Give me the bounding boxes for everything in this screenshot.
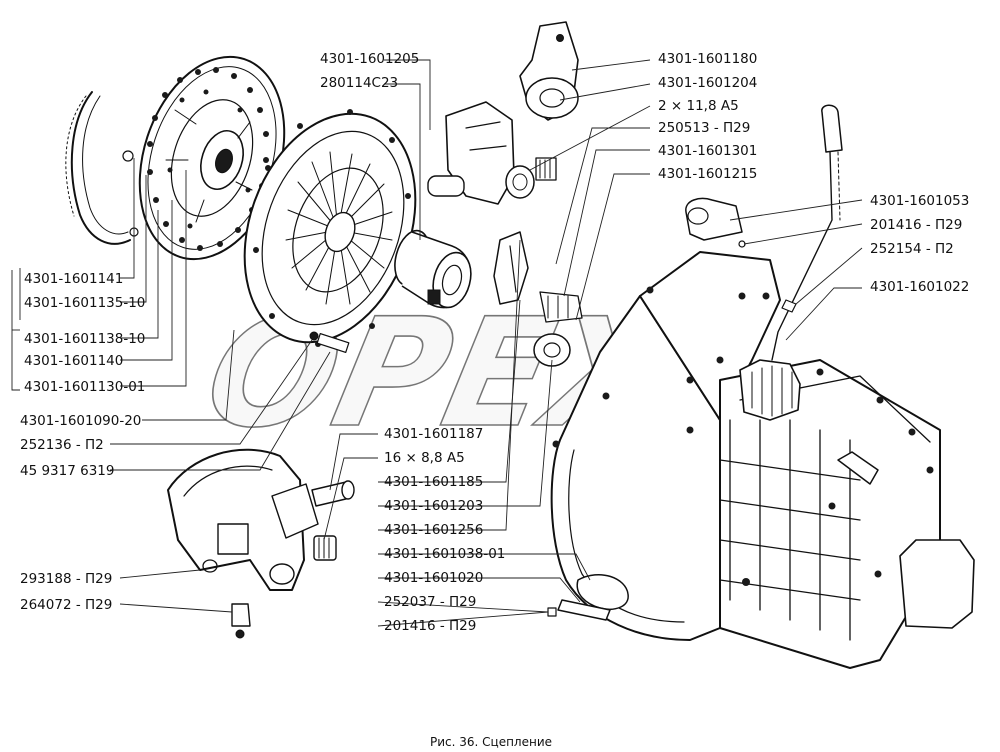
label-4301-1601256: 4301-1601256 (384, 522, 483, 538)
label-4301-1601090-20: 4301-1601090-20 (20, 413, 141, 429)
bellhousing-cover (167, 448, 319, 591)
fork-lever (519, 21, 579, 121)
label-252037-p29: 252037 - П29 (384, 594, 476, 610)
release-fork-shaft (427, 101, 557, 205)
label-16x8-8-a5: 16 × 8,8 А5 (384, 450, 465, 466)
leader-lines (11, 59, 863, 627)
gearshift-lever (771, 104, 843, 361)
label-4301-1601020: 4301-1601020 (384, 570, 483, 586)
label-4301-1601038-01: 4301-1601038-01 (384, 546, 505, 562)
release-bearing (394, 229, 472, 309)
gearbox-housing (550, 251, 975, 669)
label-264072-p29: 264072 - П29 (20, 597, 112, 613)
label-4301-1601215: 4301-1601215 (658, 166, 757, 182)
bolt-201416-bottom (547, 607, 557, 617)
label-201416-p29-bottom: 201416 - П29 (384, 618, 476, 634)
pivot-pin (311, 480, 355, 507)
needle-bushing (313, 535, 337, 561)
label-4301-1601053: 4301-1601053 (870, 193, 969, 209)
label-4301-1601185: 4301-1601185 (384, 474, 483, 490)
figure-caption: Рис. 36. Сцепление (430, 735, 552, 749)
label-280114s23: 280114С23 (320, 75, 398, 91)
label-4301-1601141: 4301-1601141 (24, 271, 123, 287)
slave-cylinder (685, 197, 743, 241)
label-4301-1601138-10: 4301-1601138-10 (24, 331, 145, 347)
flywheel-ring-gear (65, 91, 139, 245)
label-4301-1601180: 4301-1601180 (658, 51, 757, 67)
label-2x11-8-a5: 2 × 11,8 А5 (658, 98, 739, 114)
label-45-9317-6319: 45 9317 6319 (20, 463, 114, 479)
label-4301-1601135-10: 4301-1601135-10 (24, 295, 145, 311)
label-252154-p2: 252154 - П2 (870, 241, 954, 257)
label-4301-1601140: 4301-1601140 (24, 353, 123, 369)
pressure-plate-cover (243, 109, 417, 347)
label-4301-1601204: 4301-1601204 (658, 75, 757, 91)
label-4301-1601205: 4301-1601205 (320, 51, 419, 67)
drain-plug (231, 603, 251, 639)
label-250513-p29: 250513 - П29 (658, 120, 750, 136)
label-4301-1601022: 4301-1601022 (870, 279, 969, 295)
label-201416-p29-top: 201416 - П29 (870, 217, 962, 233)
gaskets (557, 573, 629, 621)
part-labels: 4301-1601141 4301-1601135-10 4301-160113… (20, 51, 969, 634)
label-293188-p29: 293188 - П29 (20, 571, 112, 587)
label-4301-1601187: 4301-1601187 (384, 426, 483, 442)
bolt-252136 (309, 331, 350, 353)
label-252136-p2: 252136 - П2 (20, 437, 104, 453)
label-4301-1601203: 4301-1601203 (384, 498, 483, 514)
clip-293188 (202, 559, 218, 573)
bolt-252154 (781, 299, 797, 313)
label-4301-1601130-01: 4301-1601130-01 (24, 379, 145, 395)
label-4301-1601301: 4301-1601301 (658, 143, 757, 159)
